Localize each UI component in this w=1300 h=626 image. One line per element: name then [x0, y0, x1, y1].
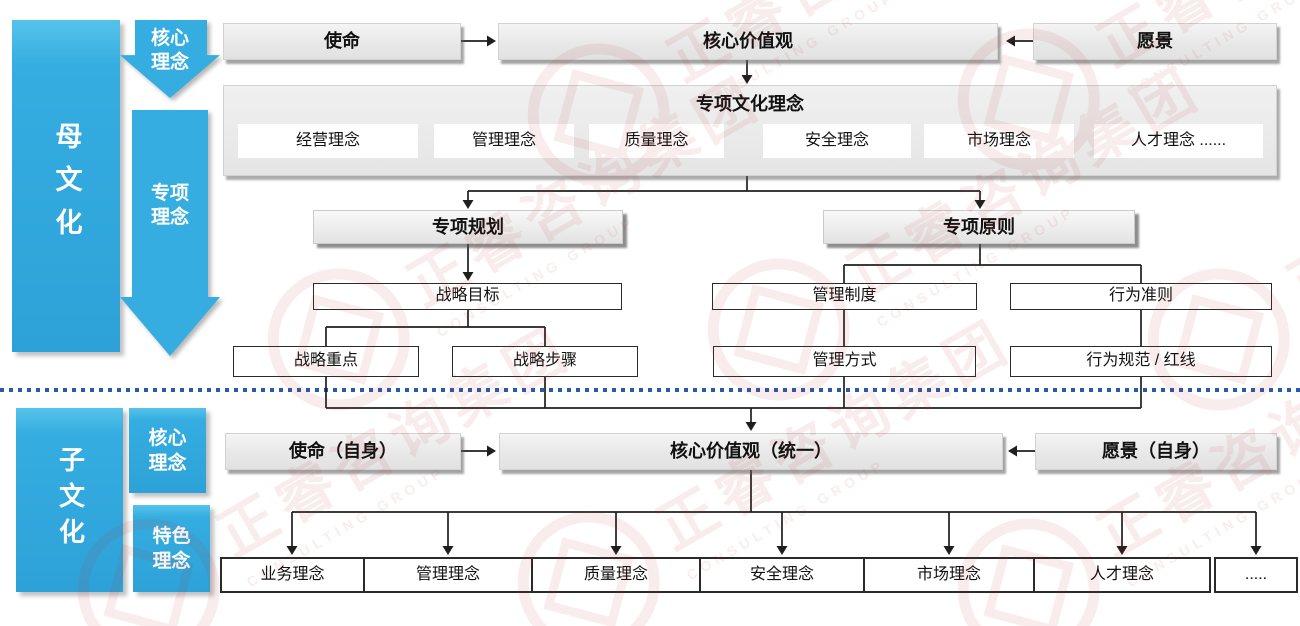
panel-item-talent: 人才理念 ......	[1094, 124, 1263, 158]
special-culture-panel-title: 专项文化理念	[696, 94, 804, 114]
management-method-box: 管理方式	[713, 346, 976, 377]
parent-core-values-box: 核心价值观	[498, 23, 998, 60]
special-principles-box: 专项原则	[823, 210, 1135, 244]
panel-item-safety: 安全理念	[763, 124, 911, 158]
conduct-norms-box: 行为规范 / 红线	[1010, 346, 1272, 377]
management-system-box: 管理制度	[712, 283, 977, 310]
parent-culture-label: 母文化	[51, 121, 82, 251]
core-idea-arrow-label: 核心理念	[150, 28, 189, 73]
child-core-idea-tag: 核心理念	[129, 408, 206, 493]
child-item-management: 管理理念	[363, 557, 533, 593]
child-item-talent: 人才理念	[1033, 557, 1211, 593]
child-feature-idea-tag: 特色理念	[133, 505, 210, 592]
child-core-values-box: 核心价值观（统一）	[499, 433, 1003, 470]
child-culture-label: 子文化	[55, 446, 86, 554]
panel-item-management: 管理理念	[434, 124, 574, 158]
child-mission-box: 使命（自身）	[225, 433, 461, 470]
panel-item-market: 市场理念	[924, 124, 1074, 158]
strategy-goal-box: 战略目标	[313, 283, 622, 310]
parent-culture-bar: 母文化	[12, 20, 120, 352]
child-item-business: 业务理念	[220, 557, 365, 593]
child-culture-bar: 子文化	[16, 408, 123, 592]
strategy-steps-box: 战略步骤	[452, 346, 638, 377]
child-item-safety: 安全理念	[699, 557, 865, 593]
core-idea-down-arrow: 核心理念	[120, 20, 220, 98]
special-planning-box: 专项规划	[313, 210, 623, 244]
special-idea-down-arrow: 专项理念	[120, 110, 220, 356]
child-item-more: .....	[1214, 557, 1298, 593]
special-idea-arrow-label: 专项理念	[150, 183, 189, 228]
panel-item-operations: 经营理念	[238, 124, 418, 158]
panel-item-quality: 质量理念	[589, 124, 724, 158]
child-item-market: 市场理念	[863, 557, 1035, 593]
strategy-focus-box: 战略重点	[233, 346, 419, 377]
child-item-quality: 质量理念	[531, 557, 701, 593]
child-core-idea-label: 核心理念	[148, 427, 187, 474]
child-feature-idea-label: 特色理念	[152, 525, 191, 572]
conduct-code-box: 行为准则	[1010, 283, 1272, 310]
parent-child-divider-dotted-line	[0, 388, 1300, 392]
parent-mission-box: 使命	[223, 23, 461, 60]
child-vision-box: 愿景（自身）	[1035, 433, 1277, 470]
parent-vision-box: 愿景	[1033, 23, 1277, 60]
special-culture-panel: 专项文化理念 经营理念 管理理念 质量理念 安全理念 市场理念 人才理念 ...…	[223, 85, 1277, 176]
